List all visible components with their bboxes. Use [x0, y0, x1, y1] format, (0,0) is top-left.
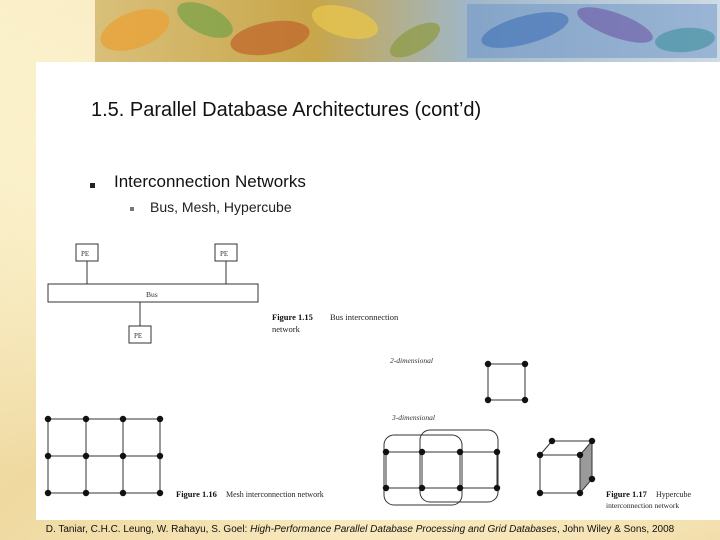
mesh-nodes [44, 415, 164, 497]
hypercube-2d [487, 363, 526, 401]
fig115-caption: Bus interconnection [330, 312, 399, 322]
fig116-number: Figure 1.16 [176, 489, 217, 499]
sub-bullet-bus-mesh-hypercube: Bus, Mesh, Hypercube [150, 199, 292, 215]
footer-authors: D. Taniar, C.H.C. Leung, W. Rahayu, S. G… [45, 524, 251, 535]
pe-label: PE [134, 332, 142, 340]
mesh-network [47, 418, 161, 494]
hypercube-3d-nodes [536, 437, 596, 497]
fig117-caption: Hypercube [656, 490, 692, 499]
footer-citation: D. Taniar, C.H.C. Leung, W. Rahayu, S. G… [0, 520, 720, 540]
fig117-caption-line2: interconnection network [606, 501, 679, 510]
hypercube-2d-nodes [484, 360, 529, 404]
slide-title: 1.5. Parallel Database Architectures (co… [91, 99, 482, 121]
leaf-banner-image [95, 0, 720, 62]
content-panel [36, 62, 720, 354]
fig116-caption: Mesh interconnection network [226, 490, 324, 499]
hypercube-2d-label: 2-dimensional [390, 356, 433, 365]
sub-bullet-square-icon [130, 207, 134, 211]
fig115-number: Figure 1.15 [272, 312, 313, 322]
bullet-square-icon [90, 183, 95, 188]
fig117-number: Figure 1.17 [606, 489, 648, 499]
bus-label: Bus [146, 290, 158, 299]
hypercube-4d [383, 429, 499, 506]
figure-panel [36, 354, 720, 520]
footer-book-title: High-Performance Parallel Database Proce… [250, 524, 557, 535]
pe-label: PE [81, 250, 89, 258]
footer-publisher: , John Wiley & Sons, 2008 [556, 524, 675, 535]
hypercube-4d-nodes [382, 448, 501, 492]
pe-label: PE [220, 250, 228, 258]
bullet-interconnection-networks: Interconnection Networks [114, 172, 306, 191]
bus-bar [47, 283, 259, 303]
hypercube-3d-cube [539, 439, 593, 495]
fig115-caption-line2: network [272, 324, 301, 334]
hypercube-3d-label: 3-dimensional [391, 413, 435, 422]
